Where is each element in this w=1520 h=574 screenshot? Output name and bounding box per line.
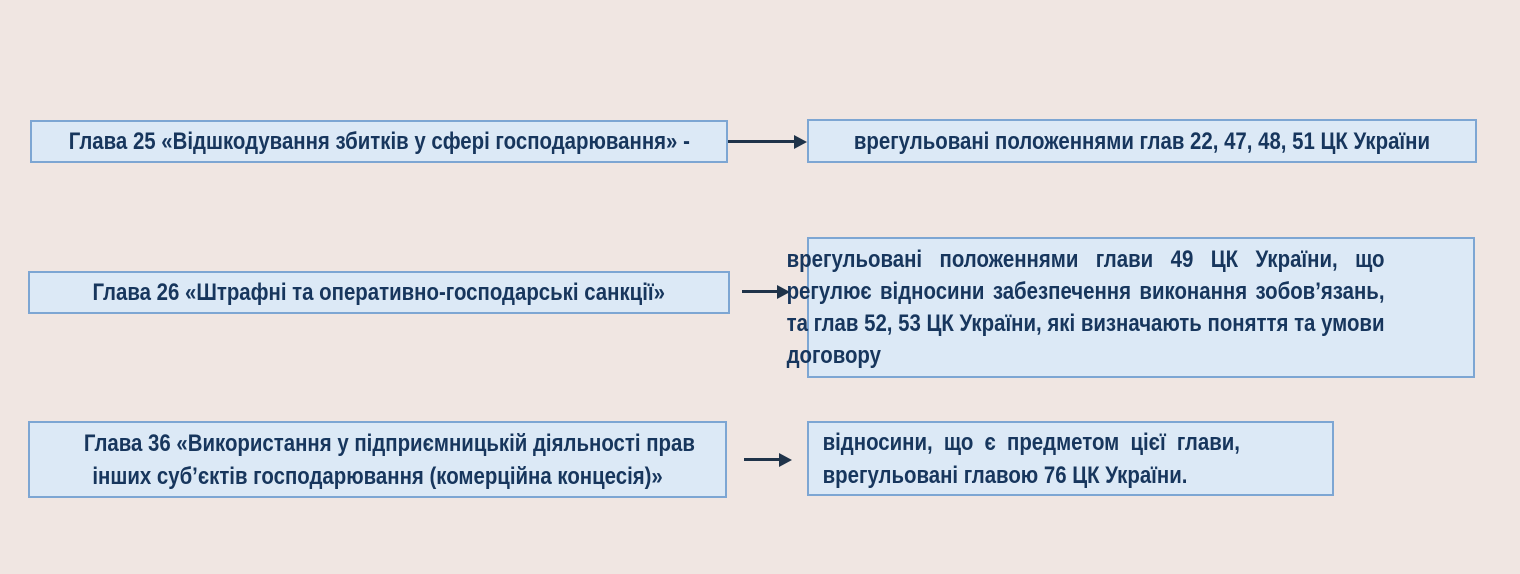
- arrow-right-icon: [742, 284, 790, 299]
- chapter-26-box: Глава 26 «Штрафні та оперативно-господар…: [28, 271, 730, 314]
- chapter-25-mapping-box: врегульовані положеннями глав 22, 47, 48…: [807, 119, 1477, 163]
- arrowhead-icon: [777, 284, 790, 299]
- mapping-text-line: врегульовані главою 76 ЦК України.: [822, 461, 1188, 489]
- mapping-text-line: договору: [786, 341, 882, 369]
- arrow-right-icon: [744, 452, 792, 467]
- chapter-36-box: Глава 36 «Використання у підприємницькій…: [28, 421, 727, 498]
- chapter-36-label: Глава 36 «Використання у підприємницькій…: [30, 427, 725, 493]
- mapping-text-line: відносини, що є предметом цієї глави,: [822, 428, 1240, 456]
- chapter-26-label: Глава 26 «Штрафні та оперативно-господар…: [92, 279, 666, 306]
- arrowhead-icon: [794, 134, 807, 149]
- mapping-text-line: врегульовані положеннями глави 49 ЦК Укр…: [786, 245, 1385, 273]
- arrowhead-icon: [779, 452, 792, 467]
- chapter-36-label-line: Глава 36 «Використання у підприємницькій…: [83, 429, 695, 457]
- mapping-text-line: регулює відносини забезпечення виконання…: [786, 277, 1385, 305]
- chapter-25-label: Глава 25 «Відшкодування збитків у сфері …: [68, 128, 690, 155]
- chapter-25-box: Глава 25 «Відшкодування збитків у сфері …: [30, 120, 728, 163]
- mapping-text-line: та глав 52, 53 ЦК України, які визначают…: [786, 309, 1385, 337]
- chapter-36-mapping-text: відносини, що є предметом цієї глави, вр…: [809, 426, 1254, 492]
- arrow-right-icon: [728, 134, 807, 149]
- chapter-26-mapping-text: врегульовані положеннями глави 49 ЦК Укр…: [773, 244, 1398, 372]
- chapter-36-label-line: інших суб’єктів господарювання (комерцій…: [92, 462, 663, 490]
- chapter-36-mapping-box: відносини, що є предметом цієї глави, вр…: [807, 421, 1334, 496]
- chapter-26-mapping-box: врегульовані положеннями глави 49 ЦК Укр…: [787, 237, 1475, 378]
- chapter-25-mapping-label: врегульовані положеннями глав 22, 47, 48…: [853, 127, 1431, 155]
